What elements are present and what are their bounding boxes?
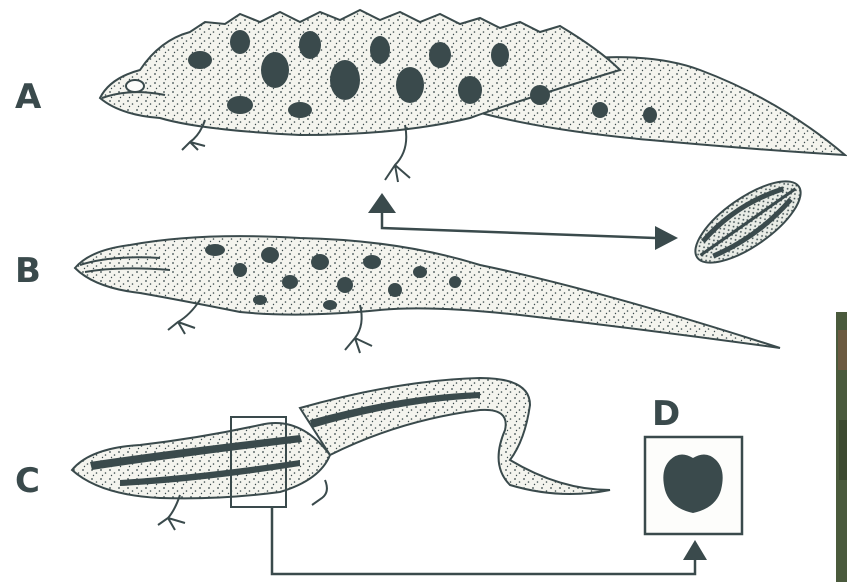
label-b: B [15,251,41,291]
cross-section-arrow [272,507,707,574]
label-d: D [652,394,680,434]
wrapped-egg-icon [683,167,812,277]
crested-newt-icon [100,10,845,182]
egg-arrow [368,193,678,250]
body-cross-section-icon [645,437,742,534]
photo-edge [836,312,847,582]
spotted-newt-icon [75,236,780,353]
label-c: C [15,461,40,501]
label-a: A [15,77,42,117]
striped-newt-icon [72,378,610,530]
